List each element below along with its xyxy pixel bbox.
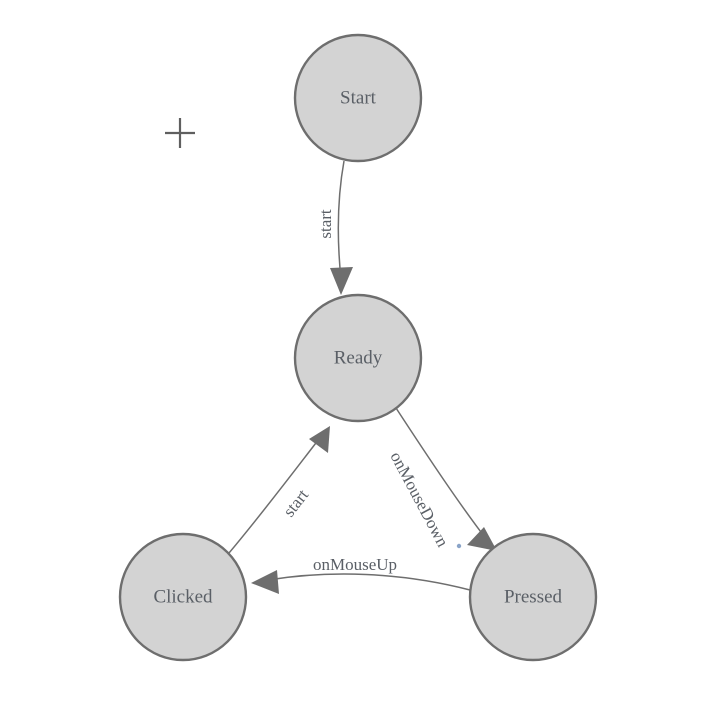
edge-label-pressed-to-clicked: onMouseUp — [313, 555, 397, 574]
edge-label-start-to-ready: start — [316, 209, 335, 239]
crosshair-icon[interactable] — [165, 118, 195, 148]
edge-label-ready-to-pressed: onMouseDown — [386, 449, 452, 551]
edge-path[interactable] — [228, 438, 320, 554]
edge-path[interactable] — [395, 407, 488, 541]
nodes-layer: Start Ready Clicked Pressed — [118, 33, 598, 662]
edge-anchor-point[interactable] — [456, 543, 462, 549]
node-shape[interactable] — [468, 532, 598, 662]
node-shape[interactable] — [293, 293, 423, 423]
edge-ready-to-pressed[interactable]: onMouseDown — [386, 407, 497, 551]
edge-clicked-to-ready[interactable]: start — [228, 426, 330, 554]
node-ready[interactable]: Ready — [293, 293, 423, 423]
edge-start-to-ready[interactable]: start — [316, 160, 353, 295]
node-label-pressed: Pressed — [504, 586, 563, 607]
arrowhead-icon — [330, 267, 353, 295]
node-start[interactable]: Start — [293, 33, 423, 163]
edge-label-clicked-to-ready: start — [279, 485, 312, 520]
node-shape[interactable] — [118, 532, 248, 662]
node-clicked[interactable]: Clicked — [118, 532, 248, 662]
arrowhead-icon — [251, 570, 279, 594]
node-label-clicked: Clicked — [153, 586, 213, 607]
edge-path[interactable] — [337, 160, 345, 280]
arrowhead-icon — [309, 426, 330, 453]
node-shape[interactable] — [293, 33, 423, 163]
node-pressed[interactable]: Pressed — [468, 532, 598, 662]
edge-pressed-to-clicked[interactable]: onMouseUp — [251, 555, 471, 594]
arrowhead-icon — [467, 527, 497, 551]
edge-path[interactable] — [267, 573, 471, 591]
node-label-start: Start — [340, 87, 377, 108]
node-label-ready: Ready — [334, 347, 383, 368]
